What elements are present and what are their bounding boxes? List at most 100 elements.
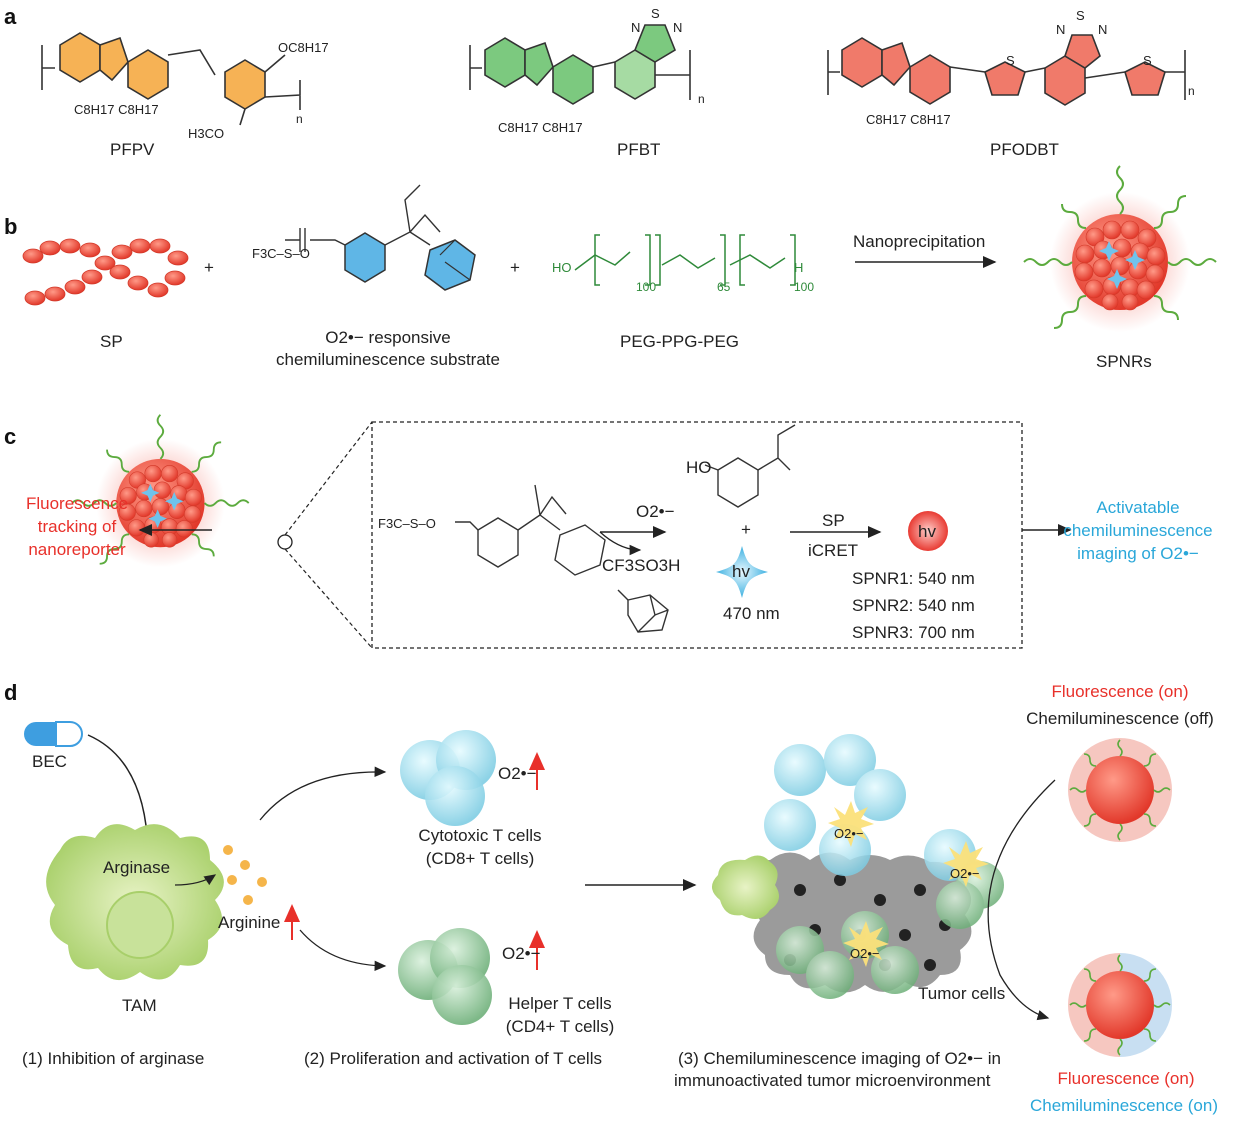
panel-label-d: d	[4, 680, 18, 705]
peg-n1: 100	[636, 280, 657, 294]
product-ho: HO	[686, 458, 712, 477]
pfbt-n: n	[698, 92, 705, 106]
panel-label-c: c	[4, 424, 17, 449]
wavelength-label: 470 nm	[723, 604, 780, 623]
substrate-structure-c	[455, 484, 606, 576]
to-cytotoxic-arrow	[259, 766, 387, 821]
sp-label: SP	[100, 332, 123, 351]
helper-t-cells	[398, 928, 492, 1025]
sp-chain	[22, 238, 189, 306]
emission-spnr3: SPNR3: 700 nm	[852, 623, 975, 642]
pfodbt-n: n	[1188, 84, 1195, 98]
byproduct-arrow	[599, 531, 642, 556]
cytotoxic-t-cells	[400, 730, 496, 826]
nanoprecipitation-label: Nanoprecipitation	[853, 232, 986, 251]
spnrs-label: SPNRs	[1096, 352, 1152, 371]
activatable-label-2: chemiluminescence	[1063, 521, 1213, 540]
step-3-label-1: (3) Chemiluminescence imaging of O2•− in	[678, 1049, 1001, 1068]
step-2-label: (2) Proliferation and activation of T ce…	[304, 1049, 602, 1068]
state-on-particle	[1068, 953, 1172, 1057]
pfpv-sub1-label: OC8H17	[278, 40, 329, 55]
peg-label: PEG-PPG-PEG	[620, 332, 740, 351]
bec-label: BEC	[32, 752, 67, 771]
fluorescence-label-1: Fluorescence	[25, 494, 129, 513]
panel-label-a: a	[4, 4, 17, 29]
adamantanone-structure	[617, 589, 669, 633]
pfbt-n-atom-right: N	[673, 20, 683, 35]
emission-spnr1: SPNR1: 540 nm	[852, 569, 975, 588]
tam-label: TAM	[122, 996, 157, 1015]
substrate-label-2: chemiluminescence substrate	[276, 350, 500, 369]
blue-hv-star	[716, 546, 768, 598]
helper-label-1: Helper T cells	[508, 994, 612, 1013]
o2-label-cytotoxic: O2•−	[498, 764, 537, 783]
helper-label-2: (CD4+ T cells)	[505, 1017, 615, 1036]
pfpv-structure	[41, 32, 301, 126]
activatable-label-1: Activatable	[1096, 498, 1180, 517]
arginine-dots	[223, 845, 267, 905]
plus-c: +	[741, 520, 751, 539]
tam-cell	[46, 824, 224, 981]
emission-spnr2: SPNR2: 540 nm	[852, 596, 975, 615]
pfbt-n-atom-left: N	[631, 20, 641, 35]
plus-1: +	[204, 258, 214, 277]
pfbt-structure	[469, 24, 691, 105]
zoom-lines	[284, 421, 373, 649]
pfbt-name: PFBT	[617, 140, 661, 159]
blue-hv-label: hv	[732, 562, 750, 581]
top-chemiluminescence-off: Chemiluminescence (off)	[1026, 709, 1214, 728]
pfpv-n: n	[296, 112, 303, 126]
o2-label-tumor-1: O2•−	[834, 826, 864, 841]
o2-label-helper: O2•−	[502, 944, 541, 963]
pfodbt-name: PFODBT	[990, 140, 1059, 159]
tumor-microenvironment	[711, 734, 1004, 999]
bec-capsule-icon	[24, 721, 83, 747]
pfbt-chain-label: C8H17 C8H17	[498, 120, 583, 135]
panel-label-b: b	[4, 214, 18, 239]
peg-n2: 65	[717, 280, 731, 294]
byproduct-label: CF3SO3H	[602, 556, 681, 575]
o2-label-tumor-3: O2•−	[850, 946, 880, 961]
substrate-structure-b	[285, 184, 476, 291]
mechanism-box	[371, 421, 1023, 649]
red-hv-label: hv	[918, 522, 936, 541]
pfpv-chain-label: C8H17 C8H17	[74, 102, 159, 117]
trigger-label: O2•−	[636, 502, 675, 521]
product-structure	[704, 424, 796, 508]
pfodbt-chain-label: C8H17 C8H17	[866, 112, 951, 127]
peg-structure	[574, 234, 796, 286]
pfodbt-n-atom-left: N	[1056, 22, 1066, 37]
cytotoxic-label-1: Cytotoxic T cells	[418, 826, 542, 845]
peg-h: H	[794, 260, 804, 275]
step-1-label: (1) Inhibition of arginase	[22, 1049, 205, 1068]
step-3-label-2: immunoactivated tumor microenvironment	[674, 1071, 991, 1090]
arginase-label: Arginase	[103, 858, 171, 877]
zoom-circle	[277, 534, 293, 550]
fluorescence-label-2: tracking of	[37, 517, 117, 536]
arginase-arrow	[174, 874, 217, 886]
substrate-label-1: O2•− responsive	[325, 328, 451, 347]
spnr-particle-b	[1023, 165, 1217, 332]
substrate-group-label: F3C–S–O	[252, 246, 310, 261]
substrate-group-label-c: F3C–S–O	[378, 516, 436, 531]
peg-ho: HO	[552, 260, 572, 275]
bottom-fluorescence-on: Fluorescence (on)	[1057, 1069, 1195, 1088]
pfodbt-s-atom: S	[1076, 8, 1085, 23]
pfodbt-thiophene-s-2: S	[1143, 53, 1152, 68]
to-helper-arrow	[299, 929, 387, 972]
pfodbt-structure	[827, 34, 1186, 106]
peg-n3: 100	[794, 280, 815, 294]
cytotoxic-label-2: (CD8+ T cells)	[425, 849, 535, 868]
state-off-particle	[1068, 738, 1172, 842]
o2-label-tumor-2: O2•−	[950, 866, 980, 881]
icret-label: iCRET	[808, 541, 859, 560]
activatable-label-3: imaging of O2•−	[1077, 544, 1199, 563]
sp-arrow-label: SP	[822, 511, 845, 530]
arginine-label: Arginine	[218, 913, 281, 932]
plus-2: +	[510, 258, 520, 277]
pfodbt-thiophene-s-1: S	[1006, 53, 1015, 68]
fluorescence-label-3: nanoreporter	[28, 540, 126, 559]
bottom-chemiluminescence-on: Chemiluminescence (on)	[1029, 1096, 1219, 1115]
